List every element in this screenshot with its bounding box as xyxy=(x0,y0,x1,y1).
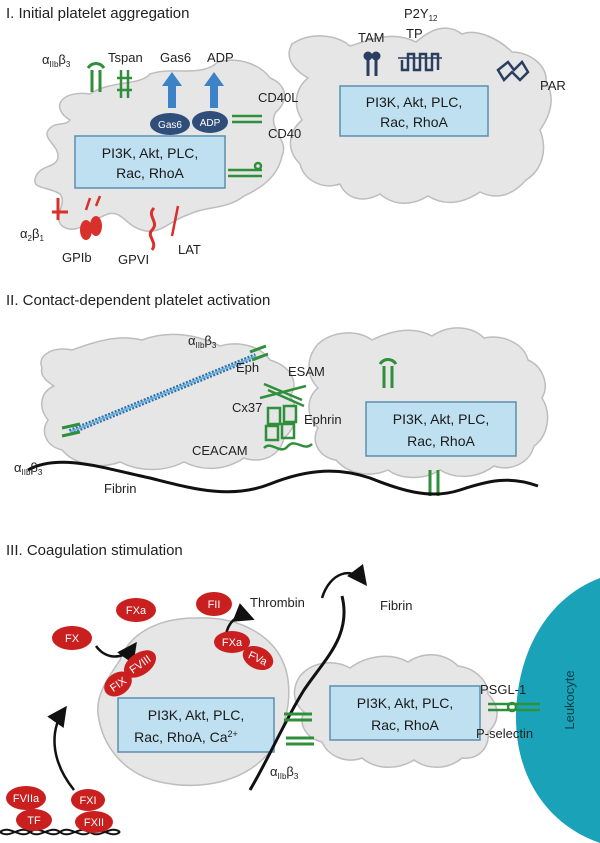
adp-oval: ADP xyxy=(192,111,228,133)
integrin-aiib-b3-icon xyxy=(86,62,106,92)
fibrin-strand-3 xyxy=(248,595,346,791)
svg-text:PI3K, Akt, PLC,: PI3K, Akt, PLC, xyxy=(366,94,463,110)
signaling-box-2: PI3K, Akt, PLC, Rac, RhoA xyxy=(365,401,517,457)
svg-text:Rac, RhoA, Ca2+: Rac, RhoA, Ca2+ xyxy=(134,729,238,745)
label-eph: Eph xyxy=(236,360,259,375)
svg-text:FXII: FXII xyxy=(84,817,104,829)
p2y12-tp-receptor-icon xyxy=(398,52,442,72)
factor-fviia: FVIIa xyxy=(6,786,46,810)
leukocyte xyxy=(516,578,600,843)
label-fibrin-2: Fibrin xyxy=(104,481,137,496)
svg-text:Rac, RhoA: Rac, RhoA xyxy=(116,165,184,181)
factor-fviii: FVIII xyxy=(123,650,157,678)
svg-text:FVIIa: FVIIa xyxy=(13,793,40,805)
fibrin-strand-2 xyxy=(27,460,539,496)
svg-text:PI3K, Akt, PLC,: PI3K, Akt, PLC, xyxy=(357,695,454,711)
factor-fxi: FXI xyxy=(71,789,105,811)
fibrinogen-bridge xyxy=(68,353,258,435)
tam-icon xyxy=(363,51,381,76)
tspan-icon xyxy=(117,70,132,98)
integrin-icon-2c xyxy=(378,358,398,388)
svg-text:FXa: FXa xyxy=(126,605,147,617)
label-thrombin: Thrombin xyxy=(250,595,305,610)
svg-text:TF: TF xyxy=(27,815,41,827)
signaling-box-3a: PI3K, Akt, PLC, Rac, RhoA, Ca2+ xyxy=(117,697,275,753)
label-aiib-b3-1: αIIbβ3 xyxy=(42,52,71,69)
integrin-icon-2b xyxy=(249,344,269,362)
factor-fxii: FXII xyxy=(75,811,113,833)
label-cd40: CD40 xyxy=(268,126,301,141)
label-gpib: GPIb xyxy=(62,250,92,265)
svg-text:FXI: FXI xyxy=(79,795,96,807)
signaling-box-1a: PI3K, Akt, PLC, Rac, RhoA xyxy=(74,135,226,189)
signaling-box-1b: PI3K, Akt, PLC, Rac, RhoA xyxy=(339,85,489,137)
svg-text:Gas6: Gas6 xyxy=(158,120,182,131)
factor-fii: FII xyxy=(196,592,232,616)
label-aiib-b3-2: αIIbβ3 xyxy=(188,333,217,350)
label-ephrin: Ephrin xyxy=(304,412,342,427)
svg-text:FXa: FXa xyxy=(222,637,243,649)
factor-fxa: FXa xyxy=(116,598,156,622)
junction-receptors-icon xyxy=(259,382,313,451)
gpib-icon xyxy=(80,195,102,240)
label-tspan: Tspan xyxy=(108,50,143,65)
svg-text:ADP: ADP xyxy=(200,118,221,129)
svg-text:FX: FX xyxy=(65,633,80,645)
label-ceacam: CEACAM xyxy=(192,443,248,458)
svg-text:Rac, RhoA: Rac, RhoA xyxy=(380,114,448,130)
initiation-arrow xyxy=(47,705,75,791)
fibrin-arrow-3 xyxy=(320,564,368,599)
section-2-title: II. Contact-dependent platelet activatio… xyxy=(6,292,270,309)
label-psgl1: PSGL-1 xyxy=(480,682,526,697)
label-aiib-b3-4: αIIbβ3 xyxy=(270,764,299,781)
label-adp: ADP xyxy=(207,50,234,65)
label-aiib-b3-3: αIIbβ3 xyxy=(14,460,43,477)
label-tam: TAM xyxy=(358,30,384,45)
label-lat: LAT xyxy=(178,242,201,257)
factor-fx: FX xyxy=(52,626,92,650)
integrin-icon-2d xyxy=(428,470,440,496)
section-1-title: I. Initial platelet aggregation xyxy=(6,5,189,22)
thrombin-arrow xyxy=(224,603,255,635)
svg-text:PI3K, Akt, PLC,: PI3K, Akt, PLC, xyxy=(393,411,490,427)
integrin-icon-2a xyxy=(61,422,81,438)
gpvi-icon xyxy=(148,206,157,251)
factor-fva: FVa xyxy=(242,645,274,671)
svg-text:PI3K, Akt, PLC,: PI3K, Akt, PLC, xyxy=(102,145,199,161)
cd40l-cd40-icon xyxy=(228,114,263,178)
svg-text:Rac, RhoA: Rac, RhoA xyxy=(407,433,475,449)
factor-fix: FIX xyxy=(104,671,132,697)
label-gas6: Gas6 xyxy=(160,50,191,65)
gas6-arrow-icon xyxy=(162,72,182,108)
label-p2y12: P2Y12 xyxy=(404,6,438,23)
label-cx37: Cx37 xyxy=(232,400,262,415)
section-3-title: III. Coagulation stimulation xyxy=(6,542,183,559)
integrin-icon-3 xyxy=(284,712,314,746)
a2b1-receptor-icon xyxy=(52,198,68,220)
svg-text:Rac, RhoA: Rac, RhoA xyxy=(371,717,439,733)
signaling-box-3b: PI3K, Akt, PLC, Rac, RhoA xyxy=(329,685,481,741)
adp-arrow-icon xyxy=(204,72,224,108)
svg-text:FII: FII xyxy=(208,599,221,611)
label-a2b1: α2β1 xyxy=(20,226,44,243)
label-esam: ESAM xyxy=(288,364,325,379)
gas6-oval: Gas6 xyxy=(150,113,190,135)
label-gpvi: GPVI xyxy=(118,252,149,267)
lat-icon xyxy=(170,205,180,237)
par-receptor-icon xyxy=(496,59,530,83)
factor-tf: TF xyxy=(16,809,52,831)
label-leukocyte: Leukocyte xyxy=(562,670,577,729)
platelet-2-left xyxy=(40,333,297,471)
fx-arrow xyxy=(94,641,137,665)
label-fibrin-3: Fibrin xyxy=(380,598,413,613)
label-par: PAR xyxy=(540,78,566,93)
label-cd40l: CD40L xyxy=(258,90,298,105)
svg-text:PI3K, Akt, PLC,: PI3K, Akt, PLC, xyxy=(148,707,245,723)
label-pselectin: P-selectin xyxy=(476,726,533,741)
psgl1-pselectin-icon xyxy=(488,701,540,713)
tissue-strand-2 xyxy=(0,828,121,836)
factor-fxa-bound: FXa xyxy=(214,631,250,653)
label-tp: TP xyxy=(406,26,423,41)
